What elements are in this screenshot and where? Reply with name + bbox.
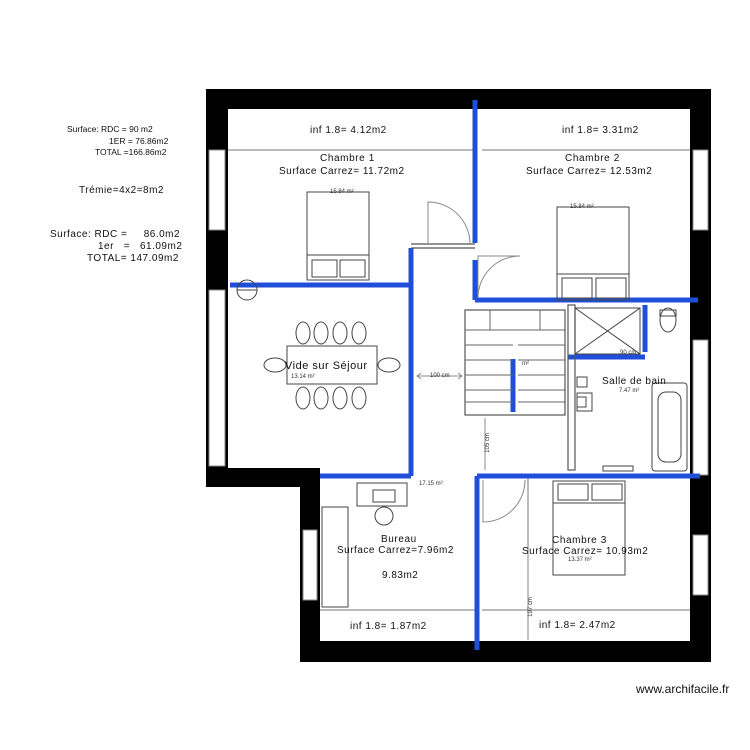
bureau-surface: Surface Carrez=7.96m2 — [337, 545, 454, 556]
summary-surface-1er-2: 1er = 61.09m2 — [98, 241, 183, 252]
low-ceiling-top-left: inf 1.8= 4.12m2 — [310, 125, 387, 136]
lower-dimension: 197 cm — [527, 597, 534, 617]
chambre-1-surface: Surface Carrez= 11.72m2 — [279, 166, 405, 177]
watermark[interactable]: www.archifacile.fr — [636, 682, 730, 696]
vide-sur-sejour-name: Vide sur Séjour — [285, 360, 368, 372]
windows — [208, 149, 709, 601]
chambre-2-area: 15.84 m² — [570, 204, 594, 210]
bed-chambre-2 — [556, 206, 630, 301]
bureau-name: Bureau — [381, 534, 417, 545]
vide-sur-sejour-area: 13.14 m² — [291, 374, 315, 380]
shower-dimension: 90 cm — [620, 350, 637, 356]
chambre-1-area: 15.84 m² — [330, 189, 354, 195]
bureau-extra-area: 9.83m2 — [382, 570, 419, 581]
low-ceiling-top-right: inf 1.8= 3.31m2 — [562, 125, 639, 136]
chambre-2-surface: Surface Carrez= 12.53m2 — [526, 166, 653, 177]
bed-chambre-1 — [306, 191, 370, 281]
bathroom-fixtures — [574, 307, 688, 472]
escalier-area: m² — [522, 361, 529, 367]
hall-width-dimension: 100 cm — [430, 373, 450, 379]
summary-tremie: Trémie=4x2=8m2 — [79, 185, 164, 196]
staircase — [465, 310, 565, 403]
chambre-3-area: 13.37 m² — [568, 557, 592, 563]
hall-vertical-dimension: 105 cm — [484, 433, 491, 453]
chambre-1-name: Chambre 1 — [320, 153, 375, 164]
low-ceiling-bottom-left: inf 1.8= 1.87m2 — [350, 621, 427, 632]
palier-area: 17.15 m² — [419, 481, 443, 487]
chambre-3-name: Chambre 3 — [552, 535, 607, 546]
marker-circle — [236, 279, 258, 301]
chambre-2-name: Chambre 2 — [565, 153, 620, 164]
summary-surface-1er: 1ER = 76.86m2 — [109, 136, 169, 146]
summary-total: TOTAL =166.86m2 — [95, 147, 167, 157]
desk-bureau — [321, 482, 408, 608]
thin-partitions — [411, 243, 576, 471]
bed-chambre-3 — [552, 480, 626, 576]
summary-surface-rdc-2: Surface: RDC = 86.0m2 — [50, 229, 181, 240]
summary-total-2: TOTAL= 147.09m2 — [87, 253, 179, 264]
door-swings — [427, 201, 526, 523]
low-ceiling-lines — [228, 149, 690, 640]
dimension-lines — [416, 372, 529, 640]
salle-de-bain-area: 7.47 m² — [619, 388, 640, 394]
low-ceiling-bottom-right: inf 1.8= 2.47m2 — [539, 620, 616, 631]
dining-table — [263, 321, 401, 410]
summary-surface-rdc: Surface: RDC = 90 m2 — [67, 124, 153, 134]
salle-de-bain-name: Salle de bain — [602, 376, 667, 387]
chambre-3-surface: Surface Carrez= 10.93m2 — [522, 546, 649, 557]
